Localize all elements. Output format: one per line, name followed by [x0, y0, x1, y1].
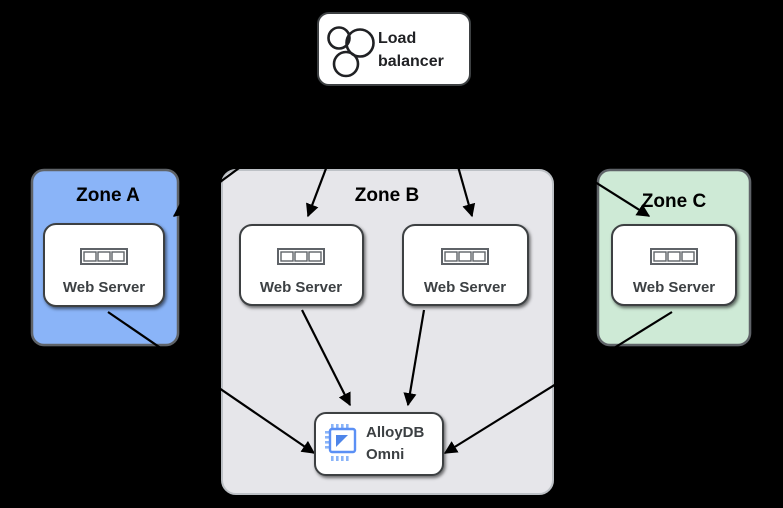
web-server-c-node[interactable]: Web Server	[611, 224, 737, 306]
load-balancer-label-line1: Load	[378, 30, 416, 47]
web-server-b2-label: Web Server	[424, 279, 506, 296]
web-server-a-label: Web Server	[63, 279, 145, 296]
arrow-lb-to-web-server-b1	[306, 91, 357, 218]
connector-group-lb	[172, 91, 651, 218]
arrow-web-server-c-to-alloydb	[443, 311, 673, 454]
zone-a-label: Zone A	[76, 185, 140, 206]
server-rack-icon	[650, 248, 698, 265]
arrow-web-server-b1-to-alloydb	[301, 309, 351, 407]
load-balancer-node[interactable]: Load balancer	[317, 12, 471, 86]
arrow-web-server-b2-to-alloydb	[403, 309, 426, 407]
web-server-b2-node[interactable]: Web Server	[402, 224, 529, 306]
server-rack-icon	[80, 248, 128, 265]
zone-c-label: Zone C	[642, 191, 707, 212]
alloydb-omni-label-line2: Omni	[366, 446, 404, 463]
load-balancer-label-line2: balancer	[378, 53, 444, 70]
load-balancer-circles-icon	[327, 26, 375, 78]
zone-b-label: Zone B	[355, 185, 419, 206]
alloydb-omni-node[interactable]: AlloyDB Omni	[314, 412, 444, 476]
server-rack-icon	[441, 248, 489, 265]
web-server-c-label: Web Server	[633, 279, 715, 296]
arrow-lb-to-zone-a	[172, 91, 343, 217]
web-server-b1-label: Web Server	[260, 279, 342, 296]
arrow-lb-to-zone-c	[451, 91, 651, 217]
arrow-lb-to-web-server-b2	[435, 91, 476, 218]
connector-group-db	[107, 309, 673, 454]
web-server-a-node[interactable]: Web Server	[43, 223, 165, 307]
arrow-web-server-a-to-alloydb	[107, 311, 316, 454]
cpu-chip-icon	[325, 424, 357, 461]
alloydb-omni-label-line1: AlloyDB	[366, 424, 425, 441]
web-server-b1-node[interactable]: Web Server	[239, 224, 364, 306]
server-rack-icon	[277, 248, 325, 265]
